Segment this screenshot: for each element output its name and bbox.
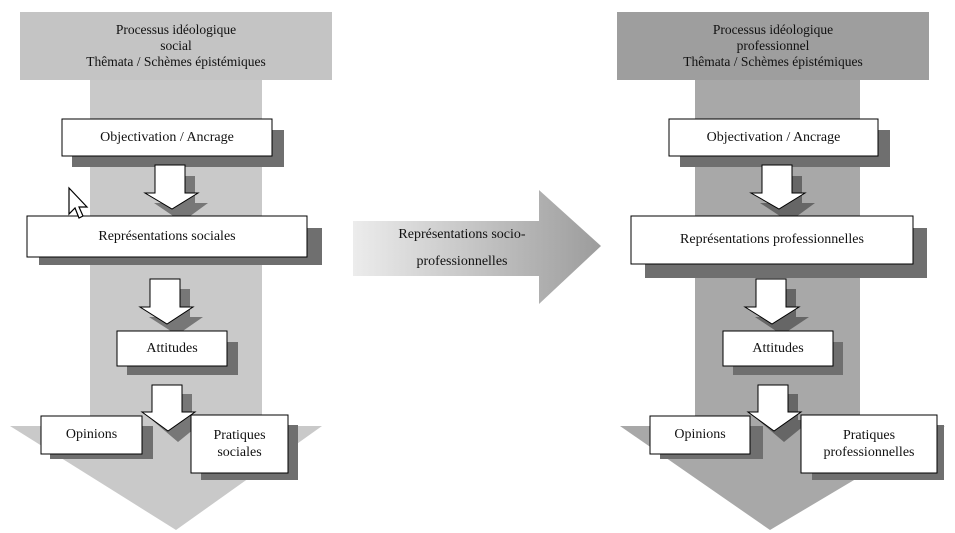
right-header-band xyxy=(617,12,929,80)
left-column xyxy=(10,12,332,530)
right-column xyxy=(617,12,945,530)
right-opinions-box xyxy=(649,415,751,455)
left-attitudes-box xyxy=(116,330,228,367)
left-representations-box xyxy=(26,215,308,258)
left-opinions-box xyxy=(40,415,143,455)
left-down-arrow-3 xyxy=(140,384,197,432)
mouse-cursor-icon xyxy=(68,186,89,219)
right-down-arrow-2 xyxy=(743,278,801,325)
right-representations-box xyxy=(630,215,914,265)
left-down-arrow-2 xyxy=(138,278,195,325)
right-pratiques-box xyxy=(800,414,938,474)
left-header-band xyxy=(20,12,332,80)
right-objectivation-box xyxy=(668,118,879,157)
middle-transition-arrow xyxy=(353,190,601,304)
right-down-arrow-1 xyxy=(749,164,807,210)
left-objectivation-box xyxy=(61,118,273,157)
right-down-arrow-3 xyxy=(746,384,803,432)
left-pratiques-box xyxy=(190,414,289,474)
left-down-arrow-1 xyxy=(143,164,200,210)
right-attitudes-box xyxy=(722,330,834,367)
